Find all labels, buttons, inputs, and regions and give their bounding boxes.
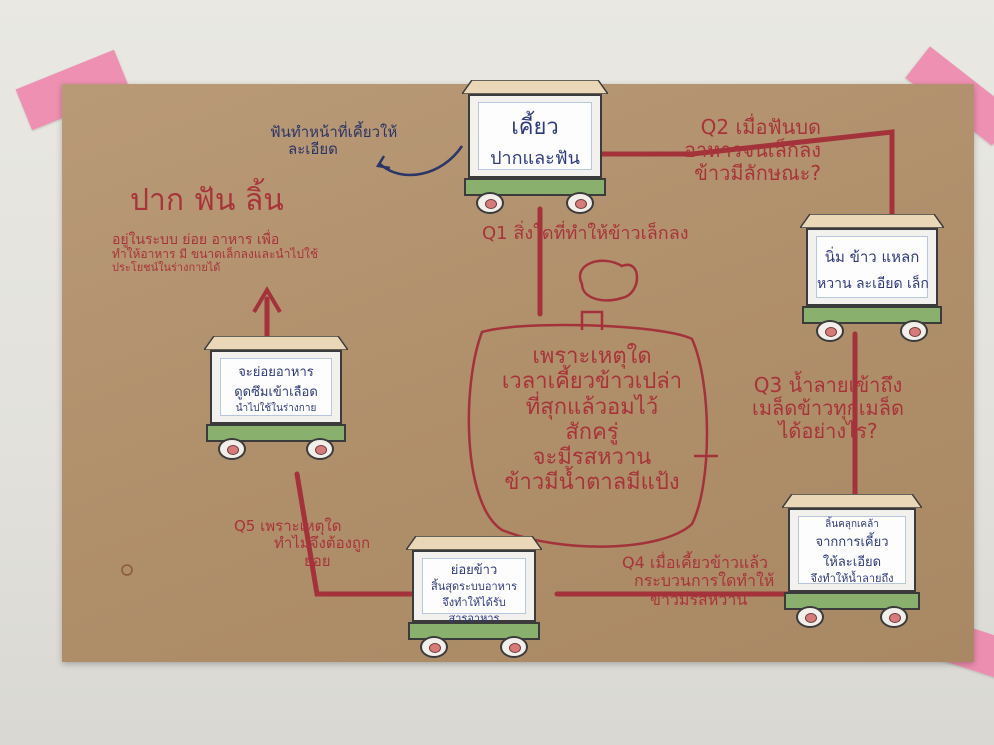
curved-arrow-icon — [379, 145, 464, 177]
left-description: อยู่ในระบบ ย่อย อาหาร เพื่อ ทำให้อาหาร ม… — [112, 232, 318, 274]
center-question-box: เพราะเหตุใด เวลาเคี้ยวข้าวเปล่า ที่สุกแล… — [501, 344, 683, 496]
brown-paper-poster: ฟันทำหน้าที่เคี้ยวให้ ละเอียด ปาก ฟัน ลิ… — [62, 80, 974, 662]
question-q5: Q5 เพราะเหตุใด ทำไมจึงต้องถูก ย่อย — [234, 517, 371, 570]
question-q2: Q2 เมื่อฟันบด อาหารจนเล็กลง ข้าวมีลักษณะ… — [684, 115, 822, 185]
cart-digest-rice: ย่อยข้าว สิ้นสุดระบบอาหาร จึงทำให้ได้รับ… — [406, 536, 542, 660]
left-heading: ปาก ฟัน ลิ้น — [130, 183, 284, 218]
question-q3: Q3 น้ำลายเข้าถึง เมล็ดข้าวทุกเมล็ด ได้อย… — [752, 373, 904, 443]
cart-chewing: เคี้ยว ปากและฟัน — [462, 80, 608, 216]
flow-lines — [121, 129, 895, 597]
cart-absorption: จะย่อยอาหาร ดูดซึมเข้าเลือด นำไปใช้ในร่า… — [204, 336, 348, 462]
question-q4: Q4 เมื่อเคี้ยวข้าวแล้ว กระบวนการใดทำให้ … — [622, 553, 775, 609]
cart-saliva-mixing: ลิ้นคลุกเคล้า จากการเคี้ยว ให้ละเอียด จึ… — [782, 494, 922, 630]
cart-rice-texture: นิ่ม ข้าว แหลก หวาน ละเอียด เล็ก — [800, 214, 944, 344]
up-arrow-icon — [252, 286, 282, 314]
question-q1: Q1 สิ่งใดที่ทำให้ข้าวเล็กลง — [482, 223, 689, 244]
top-note: ฟันทำหน้าที่เคี้ยวให้ ละเอียด — [270, 123, 398, 159]
